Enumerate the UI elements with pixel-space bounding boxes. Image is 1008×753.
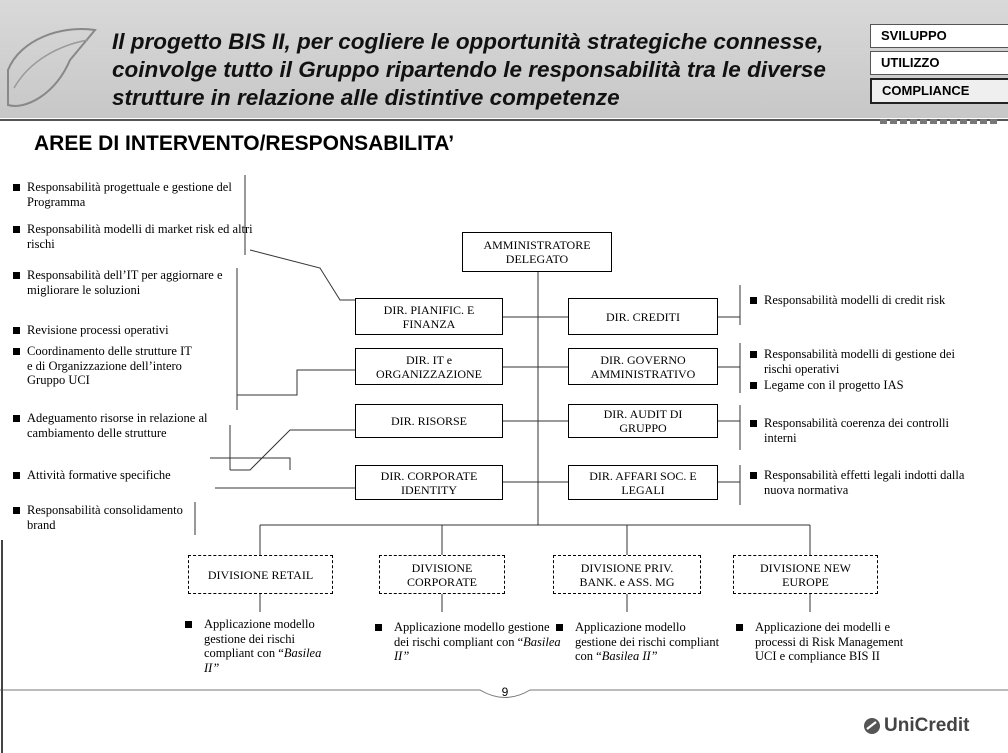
bullet-text: Applicazione modello gestione dei rischi… (204, 617, 315, 660)
left-bullet-8: Responsabilità consolidamento brand (10, 503, 197, 532)
bullet-text: Applicazione modello gestione dei rischi… (575, 620, 720, 663)
slide-header: Il progetto BIS II, per cogliere le oppo… (0, 0, 1008, 118)
swoosh-logo-icon (7, 28, 97, 107)
tab-compliance[interactable]: COMPLIANCE (870, 78, 1008, 104)
division-new-europe-bullet: Applicazione dei modelli e processi di R… (733, 620, 915, 664)
right-bullet-4: Responsabilità coerenza dei controlli in… (747, 416, 974, 445)
division-retail-bullet: Applicazione modello gestione dei rischi… (182, 617, 324, 675)
brand-name: UniCredit (884, 715, 970, 736)
left-bullet-1: Responsabilità progettuale e gestione de… (10, 180, 237, 209)
left-bullet-2: Responsabilità modelli di market risk ed… (10, 222, 259, 251)
tab-strip: SVILUPPO UTILIZZO COMPLIANCE (870, 24, 1008, 107)
left-bullet-4: Revisione processi operativi (10, 323, 242, 338)
left-bullet-3: Responsabilità dell’IT per aggiornare e … (10, 268, 237, 297)
ceo-box: AMMINISTRATORE DELEGATO (462, 232, 612, 272)
bullet-text: Applicazione dei modelli e processi di R… (755, 620, 904, 663)
slide-title: Il progetto BIS II, per cogliere le oppo… (112, 29, 826, 110)
dir-pianific-finanza-box: DIR. PIANIFIC. E FINANZA (355, 298, 503, 335)
basilea-text: Basilea II” (394, 634, 561, 664)
dir-affari-legali-box: DIR. AFFARI SOC. E LEGALI (568, 465, 718, 500)
right-bullet-5: Responsabilità effetti legali indotti da… (747, 468, 984, 497)
unicredit-logo-icon (864, 718, 880, 734)
right-bullet-2: Responsabilità modelli di gestione dei r… (747, 347, 964, 376)
left-bullet-6: Adeguamento risorse in relazione al camb… (10, 411, 212, 440)
division-corporate-bullet: Applicazione modello gestione dei rischi… (372, 620, 562, 664)
header-divider (0, 119, 1008, 124)
dir-audit-gruppo-box: DIR. AUDIT DI GRUPPO (568, 404, 718, 438)
division-retail-box: DIVISIONE RETAIL (188, 555, 333, 594)
right-bullet-1: Responsabilità modelli di credit risk (747, 293, 964, 308)
page-number: 9 (501, 685, 509, 699)
division-priv-bank-box: DIVISIONE PRIV. BANK. e ASS. MG (553, 555, 701, 594)
tab-sviluppo[interactable]: SVILUPPO (870, 24, 1008, 48)
left-bullet-5: Coordinamento delle strutture IT e di Or… (10, 344, 192, 388)
division-corporate-box: DIVISIONE CORPORATE (379, 555, 505, 594)
right-bullet-3: Legame con il progetto IAS (747, 378, 964, 393)
division-new-europe-box: DIVISIONE NEW EUROPE (733, 555, 878, 594)
basilea-text: Basilea II” (601, 649, 658, 663)
dir-governo-amministrativo-box: DIR. GOVERNO AMMINISTRATIVO (568, 348, 718, 385)
section-title: AREE DI INTERVENTO/RESPONSABILITA’ (34, 132, 455, 155)
dir-it-organizzazione-box: DIR. IT e ORGANIZZAZIONE (355, 348, 503, 385)
division-priv-bank-bullet: Applicazione modello gestione dei rischi… (553, 620, 725, 664)
dir-crediti-box: DIR. CREDITI (568, 298, 718, 335)
dir-risorse-box: DIR. RISORSE (355, 404, 503, 438)
left-bullet-7: Attività formative specifiche (10, 468, 237, 483)
dir-corporate-identity-box: DIR. CORPORATE IDENTITY (355, 465, 503, 500)
basilea-text: Basilea II” (204, 646, 322, 675)
tab-utilizzo[interactable]: UTILIZZO (870, 51, 1008, 75)
bullet-text: Applicazione modello gestione dei rischi… (394, 620, 550, 649)
